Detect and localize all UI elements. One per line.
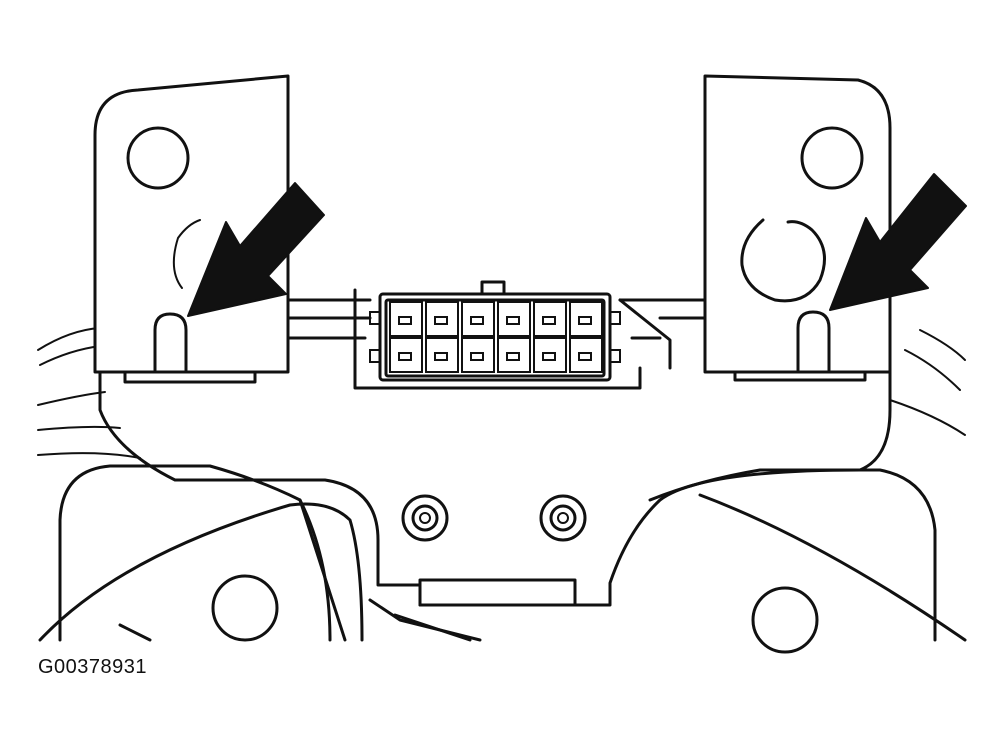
bracket-bolt-right: [539, 494, 587, 542]
left-arrow-icon: [187, 182, 325, 317]
right-arrow-icon: [829, 173, 967, 311]
mounting-bracket: [98, 370, 892, 607]
figure-id-label: G00378931: [38, 656, 148, 678]
connector-rail: [286, 288, 707, 390]
lower-housing: [38, 464, 967, 654]
bracket-bolt-left: [401, 494, 449, 542]
lower-right-hole: [751, 586, 819, 654]
lower-left-hole: [211, 574, 279, 642]
right-plate-hole: [800, 126, 864, 190]
left-plate-hole: [126, 126, 190, 190]
electrical-connector: [369, 280, 621, 382]
connector-pins: [389, 301, 603, 373]
background-wiring: [37, 327, 966, 459]
